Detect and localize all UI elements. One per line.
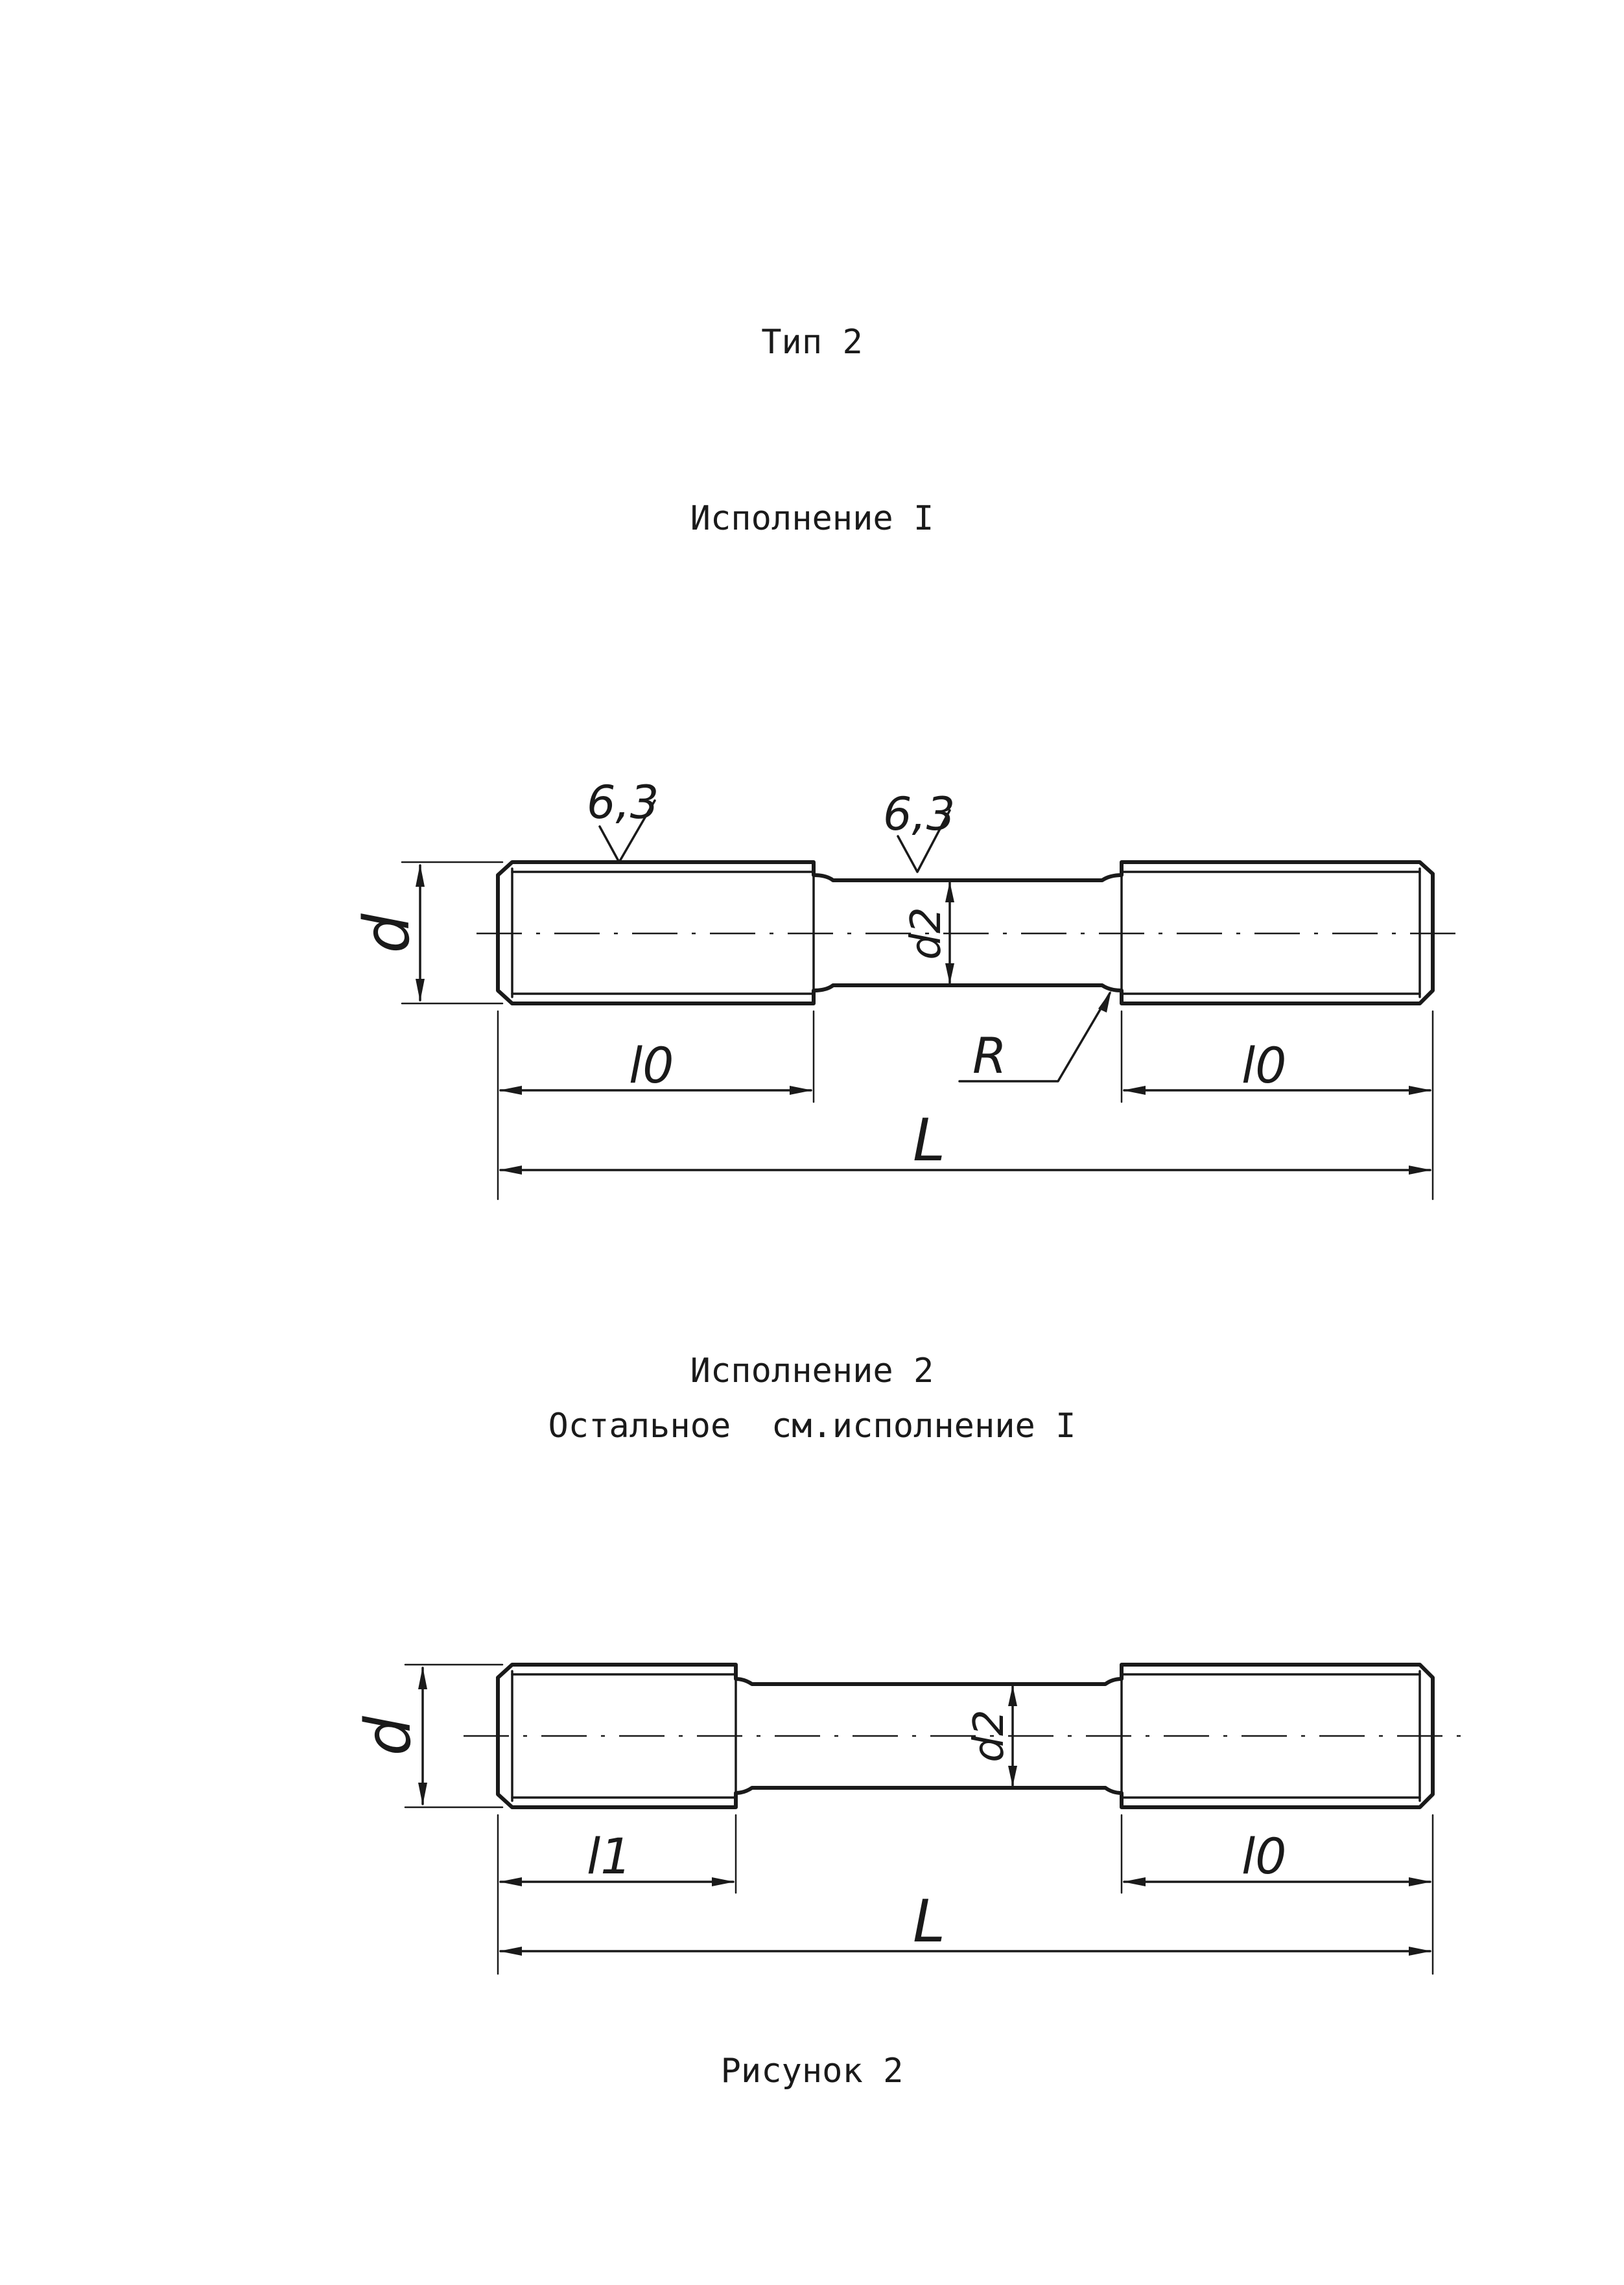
variant1-radius-leader: [958, 992, 1111, 1083]
type-heading: Тип 2: [761, 323, 863, 362]
variant2-note: Остальное см.исполнение I: [548, 1407, 1076, 1446]
variant1-L-arrow-a: [499, 1166, 522, 1175]
variant1-L-arrow-b: [1409, 1166, 1431, 1175]
variant1-drawing: d d2 6,3 6,3 R l0 l0 L: [351, 776, 1459, 1201]
variant2-L-label: L: [913, 1888, 945, 1956]
variant2-L-arrow-b: [1409, 1947, 1431, 1956]
variant2-l1-arrow-a: [499, 1877, 522, 1886]
variant1-roughness-left-label: 6,3: [587, 776, 659, 829]
variant2-l1-arrow-b: [712, 1877, 735, 1886]
variant2-L-arrow-a: [499, 1947, 522, 1956]
variant1-roughness-left-mark: [598, 799, 656, 863]
variant2-l0-arrow-a: [1123, 1877, 1146, 1886]
variant1-l0-left-arrow-b: [790, 1086, 812, 1095]
variant1-d2-label: d2: [902, 907, 950, 959]
variant2-d2-arrow-bottom: [1008, 1766, 1017, 1787]
variant2-l0-label: l0: [1242, 1827, 1286, 1885]
variant1-d-label: d: [351, 913, 423, 953]
variant1-radius-arrow: [1098, 990, 1111, 1013]
variant1-heading: Исполнение I: [690, 499, 934, 538]
variant1-roughness-mid-label: 6,3: [883, 788, 955, 841]
variant1-l0-right-arrow-b: [1409, 1086, 1431, 1095]
variant2-d-arrow-top: [418, 1667, 427, 1689]
variant1-d2-arrow-bottom: [945, 963, 954, 984]
variant2-l0-arrow-b: [1409, 1877, 1431, 1886]
variant1-radius-label: R: [972, 1027, 1007, 1084]
variant1-l0-left-arrow-a: [499, 1086, 522, 1095]
variant1-l0-right-label: l0: [1242, 1037, 1286, 1094]
variant2-l1-label: l1: [587, 1827, 631, 1885]
figure-caption: Рисунок 2: [720, 2052, 904, 2091]
variant1-d-arrow-bottom: [416, 979, 425, 1002]
variant1-l0-left-label: l0: [629, 1037, 674, 1094]
variant2-drawing: d d2 l1 l0 L: [352, 1663, 1468, 1975]
variant1-L-label: L: [913, 1107, 945, 1175]
variant2-d-arrow-bottom: [418, 1783, 427, 1805]
variant2-stud-outline: [496, 1663, 1435, 1809]
variant2-d2-label: d2: [965, 1709, 1013, 1762]
variant1-roughness-mid-mark: [897, 809, 951, 873]
variant2-heading: Исполнение 2: [690, 1352, 934, 1390]
variant1-d2-arrow-top: [945, 882, 954, 902]
variant1-stud-outline: [496, 860, 1435, 1005]
variant2-d2-arrow-top: [1008, 1685, 1017, 1706]
variant1-l0-right-arrow-a: [1123, 1086, 1146, 1095]
variant1-d-arrow-top: [416, 864, 425, 887]
variant2-d-label: d: [352, 1715, 425, 1755]
